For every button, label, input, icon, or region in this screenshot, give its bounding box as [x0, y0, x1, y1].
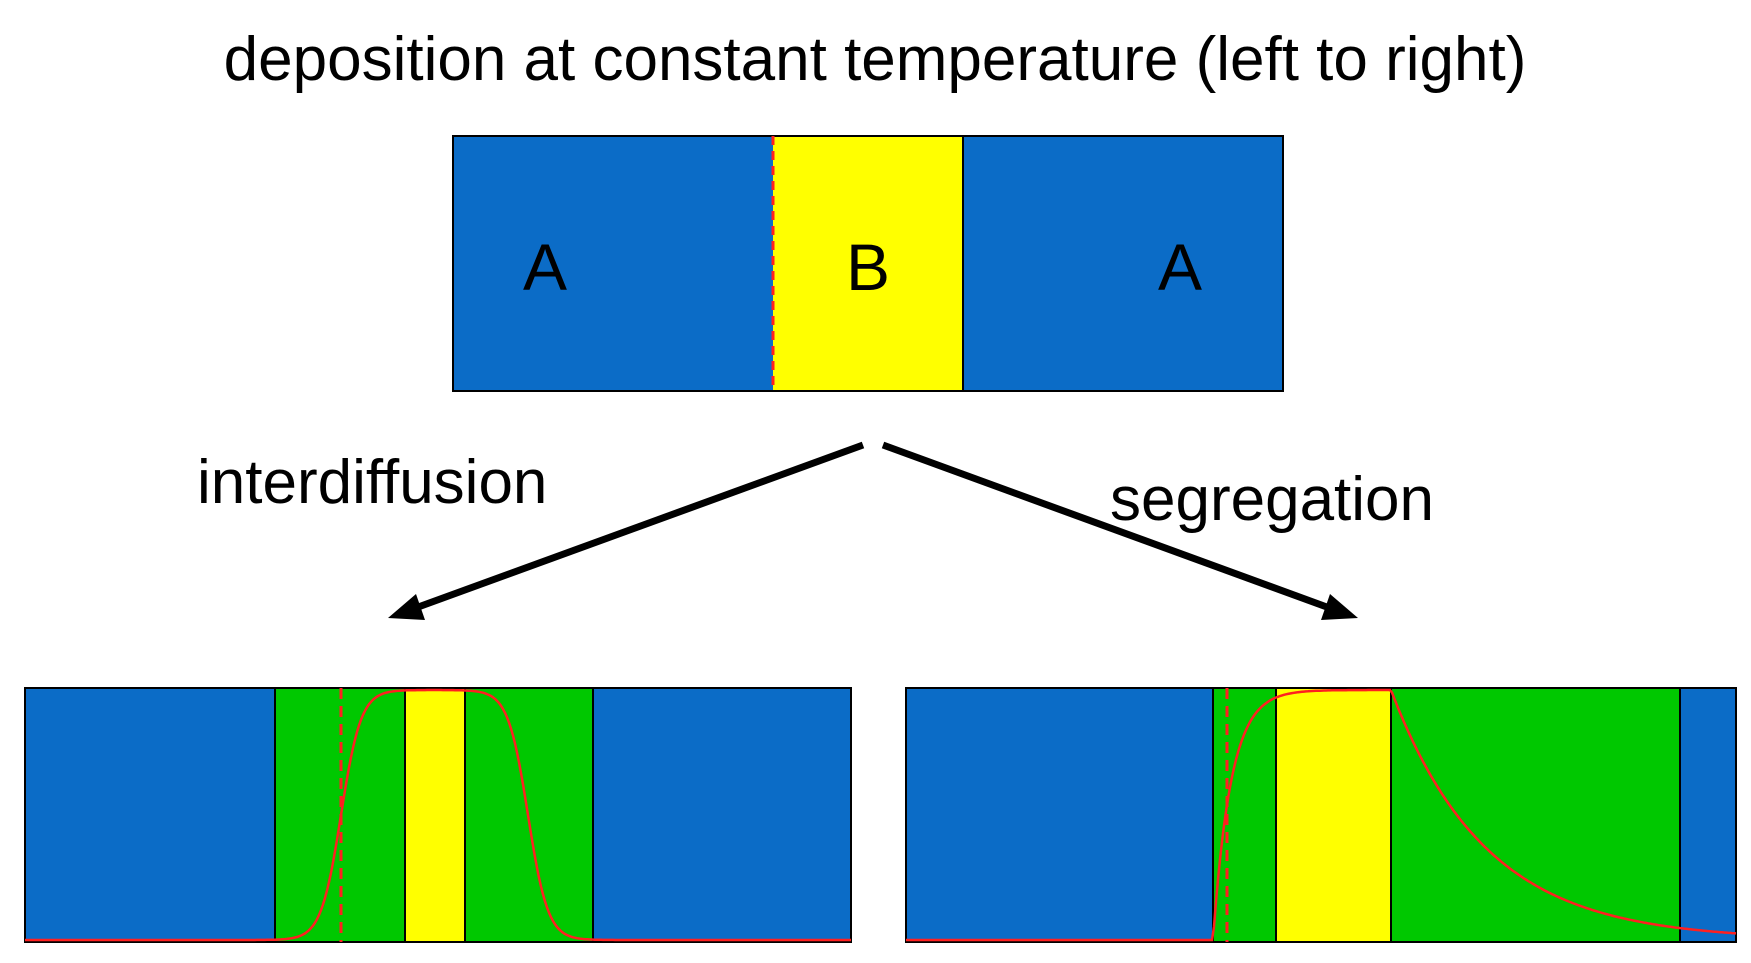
top-layer-a-right-label: A [1158, 230, 1202, 304]
top-layer-a-left [453, 136, 773, 391]
top-layer-a-right [963, 136, 1283, 391]
diagram-title: deposition at constant temperature (left… [224, 25, 1527, 94]
top-layer-b-label: B [846, 230, 890, 304]
segregation-concentration-profile [906, 688, 1737, 942]
interdiffusion-layer-b [405, 688, 465, 942]
segregation-mixed-left [1213, 688, 1276, 942]
interdiffusion-layer-a-left [25, 688, 275, 942]
arrow-segregation-head [1321, 594, 1358, 620]
segregation-stack [905, 687, 1737, 943]
segregation-layer-a-left [906, 688, 1213, 942]
segregation-outline [905, 687, 1737, 943]
top-layer-a-left-label: A [523, 230, 567, 304]
interdiffusion-layer-a-right [593, 688, 851, 942]
arrow-interdiffusion [408, 441, 865, 614]
interdiffusion-label: interdiffusion [197, 448, 547, 517]
segregation-layer-a-right [1680, 688, 1736, 942]
arrow-interdiffusion-head [388, 594, 425, 620]
top-layer-b [773, 136, 963, 391]
interdiffusion-outline [24, 687, 852, 943]
segregation-label: segregation [1110, 465, 1434, 534]
top-stack-outline [452, 135, 1284, 392]
segregation-layer-b [1276, 688, 1391, 942]
segregation-mixed-right [1391, 688, 1680, 942]
top-layer-stack: A B A [452, 135, 1284, 392]
interdiffusion-concentration-profile [25, 688, 851, 942]
interdiffusion-stack [24, 687, 852, 943]
arrow-segregation [881, 441, 1337, 614]
branch-arrows [388, 441, 1358, 620]
